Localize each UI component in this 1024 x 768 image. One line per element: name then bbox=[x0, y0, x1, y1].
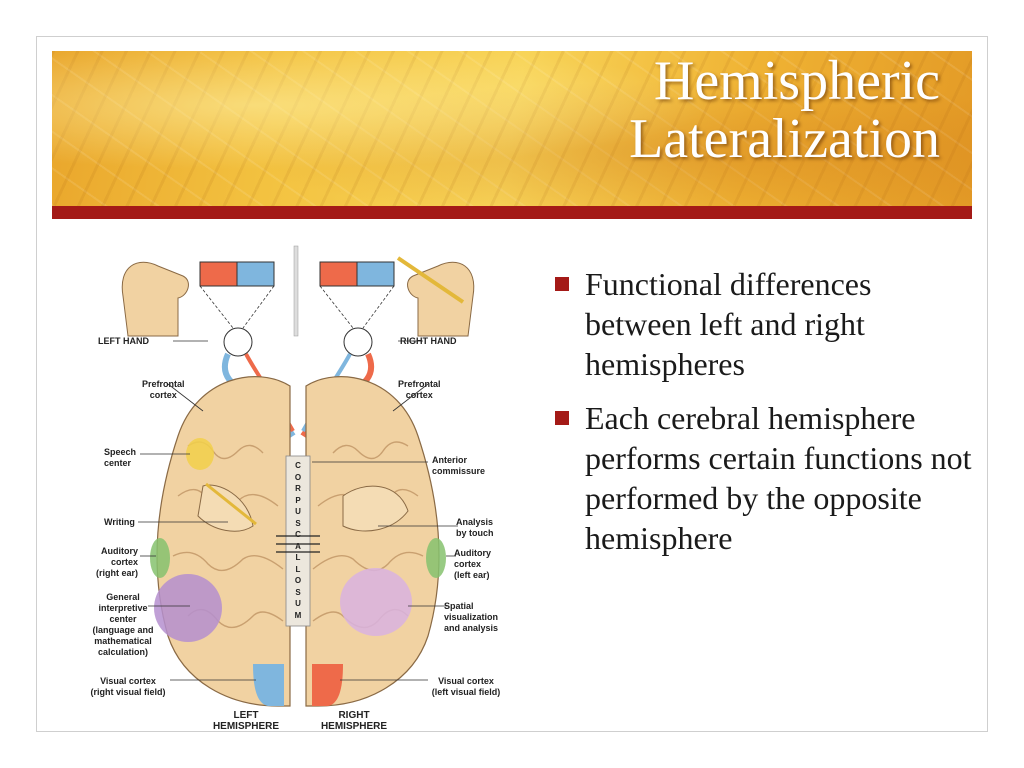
title-line-1: Hemispheric bbox=[653, 50, 940, 112]
title-banner bbox=[52, 51, 972, 206]
visual-cortex-right-field-label: Visual cortex(right visual field) bbox=[90, 676, 166, 697]
title-line-2: Lateralization bbox=[629, 108, 940, 170]
bullet-text: Each cerebral hemisphere performs certai… bbox=[585, 400, 972, 556]
bullet-item: Functional differences between left and … bbox=[553, 264, 973, 384]
slide-title: Hemispheric Lateralization bbox=[629, 52, 940, 168]
corpus-callosum-letter: C bbox=[295, 530, 301, 539]
corpus-callosum-letter: L bbox=[295, 564, 301, 574]
corpus-callosum-letter: O bbox=[294, 472, 302, 482]
right-hand-label: RIGHT HAND bbox=[400, 336, 457, 346]
accent-bar bbox=[52, 206, 972, 219]
corpus-callosum-letter: U bbox=[295, 599, 301, 608]
visual-cortex-left-field-label: Visual cortex(left visual field) bbox=[431, 676, 501, 697]
corpus-callosum-letter: M bbox=[294, 610, 302, 620]
brain-illustration bbox=[121, 245, 475, 707]
corpus-callosum-letter: O bbox=[294, 576, 302, 585]
corpus-callosum-letter: S bbox=[295, 518, 301, 528]
corpus-callosum-letter: C bbox=[295, 461, 301, 470]
left-hand-label: LEFT HAND bbox=[98, 336, 149, 346]
corpus-callosum-letter: L bbox=[295, 553, 301, 562]
corpus-callosum-letter: R bbox=[295, 484, 301, 493]
corpus-callosum-letter: A bbox=[295, 541, 301, 551]
bullet-text: Functional differences between left and … bbox=[585, 266, 872, 382]
bullet-square-icon bbox=[555, 411, 569, 425]
bullet-square-icon bbox=[555, 277, 569, 291]
corpus-callosum-letter: U bbox=[295, 507, 301, 516]
corpus-callosum-letter: P bbox=[295, 495, 301, 505]
corpus-callosum-letter: S bbox=[295, 587, 301, 597]
writing-label: Writing bbox=[104, 517, 135, 527]
bullet-item: Each cerebral hemisphere performs certai… bbox=[553, 398, 973, 558]
bullet-list: Functional differences between left and … bbox=[553, 264, 973, 572]
